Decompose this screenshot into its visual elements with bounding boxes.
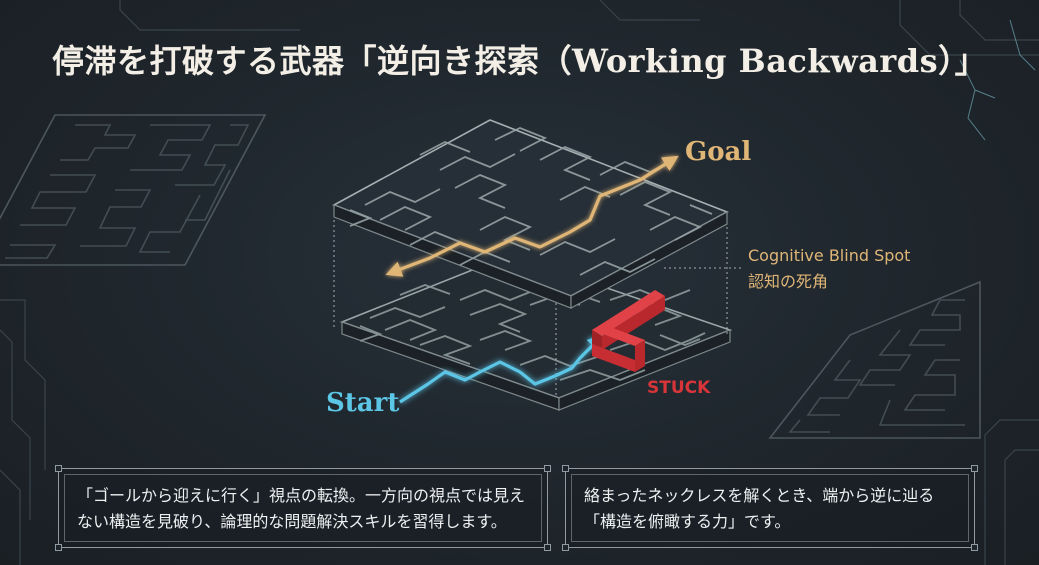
corner-ornament: [971, 465, 978, 472]
corner-ornament: [544, 465, 551, 472]
caption-right-text: 絡まったネックレスを解くとき、端から逆に辿る 「構造を俯瞰する力」です。: [584, 483, 960, 535]
blind-spot-label-en: Cognitive Blind Spot: [748, 246, 911, 265]
corner-ornament: [544, 544, 551, 551]
bg-maze-right: [768, 280, 981, 439]
upper-maze: [332, 119, 729, 310]
goal-path: [385, 155, 679, 277]
goal-label: Goal: [685, 137, 752, 167]
corner-ornament: [562, 544, 569, 551]
corner-ornament: [55, 465, 62, 472]
caption-right-line: 絡まったネックレスを解くとき、端から逆に辿る: [584, 486, 935, 505]
caption-left-line: 「ゴールから迎えに行く」視点の転換。一方向の視点では見え: [77, 486, 526, 505]
caption-right-frame: [571, 474, 969, 542]
caption-left-line: ない構造を見破り、論理的な問題解決スキルを習得します。: [77, 512, 507, 531]
caption-right-line: 「構造を俯瞰する力」です。: [584, 512, 791, 531]
guide-lines: [333, 178, 742, 398]
start-label: Start: [326, 388, 400, 418]
corner-ornament: [971, 544, 978, 551]
caption-right: 絡まったネックレスを解くとき、端から逆に辿る 「構造を俯瞰する力」です。: [562, 465, 978, 551]
bg-maze-left: [0, 114, 267, 266]
corner-ornament: [562, 465, 569, 472]
glow-cracks: [959, 19, 1036, 141]
start-path: [399, 334, 604, 404]
blind-spot-label-ja: 認知の死角: [748, 272, 829, 291]
caption-left-frame: [64, 474, 542, 542]
stuck-label: STUCK: [647, 378, 711, 398]
corner-ornament: [55, 544, 62, 551]
stuck-wall: [592, 290, 665, 372]
page-title: 停滞を打破する武器「逆向き探索（Working Backwards）」: [52, 42, 988, 80]
caption-left-text: 「ゴールから迎えに行く」視点の転換。一方向の視点では見え ない構造を見破り、論理…: [77, 483, 533, 535]
caption-left: 「ゴールから迎えに行く」視点の転換。一方向の視点では見え ない構造を見破り、論理…: [55, 465, 551, 551]
